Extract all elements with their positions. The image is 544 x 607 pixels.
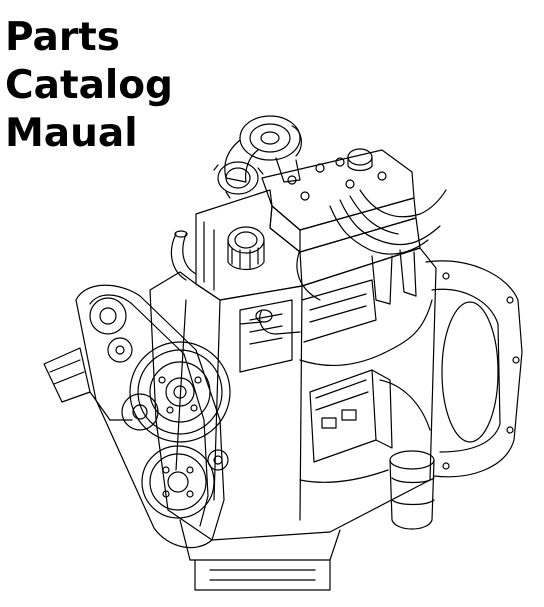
turbocharger <box>214 116 301 198</box>
tensioner-bracket <box>44 348 132 420</box>
title-line-maual: Maual <box>5 111 138 156</box>
coolant-hose <box>171 231 196 280</box>
flywheel-housing <box>426 261 522 477</box>
belt-drive <box>76 285 224 547</box>
oil-filler-cap <box>228 227 264 270</box>
crank-pulley <box>130 342 230 442</box>
title-line-catalog: Catalog <box>5 63 173 108</box>
wiring-harness <box>300 300 432 482</box>
title-line-parts: Parts <box>5 15 120 60</box>
fuel-filter <box>390 451 434 529</box>
ecu-box <box>310 370 392 462</box>
fuel-lines <box>297 190 446 304</box>
idler-pulleys <box>122 394 228 470</box>
valve-cover <box>262 149 416 252</box>
engine-block <box>150 248 436 590</box>
fan-pulley <box>142 446 214 518</box>
catalog-title: Parts Catalog Maual <box>5 14 173 158</box>
intake-pipe <box>240 310 300 334</box>
